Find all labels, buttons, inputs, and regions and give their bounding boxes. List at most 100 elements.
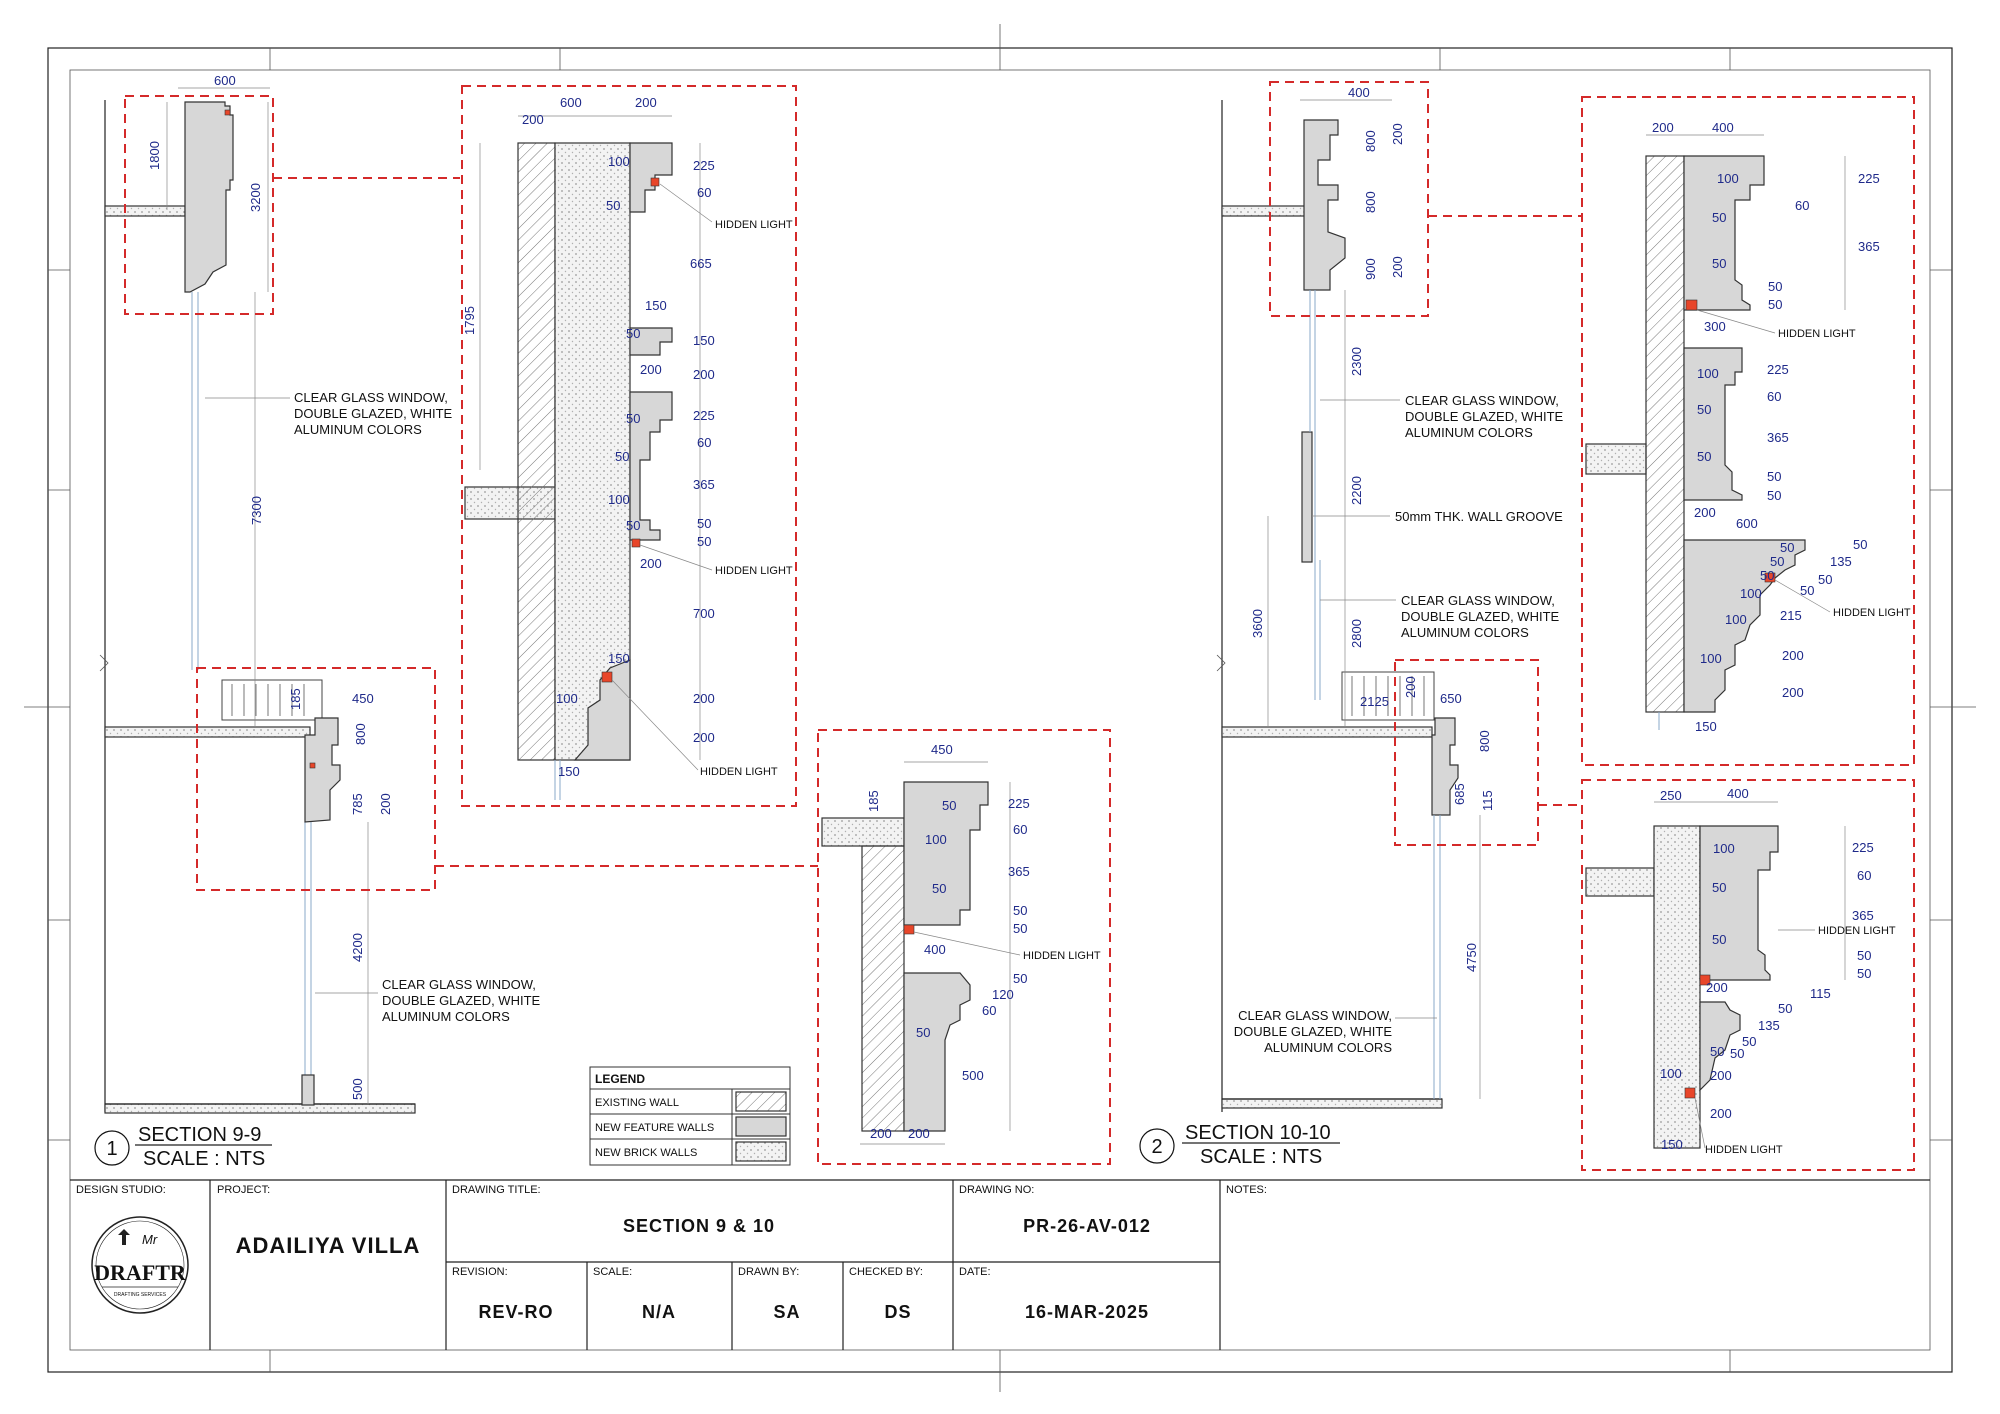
detail-a-light-1: HIDDEN LIGHT xyxy=(715,219,793,231)
s9-glass-note-b1: CLEAR GLASS WINDOW, xyxy=(382,977,536,992)
detail-a: 600 200 200 1795 100 50 150 50 200 50 50… xyxy=(461,85,797,807)
detail-a-in-100b: 100 xyxy=(608,492,630,507)
s10-dim-4750: 4750 xyxy=(1464,943,1479,972)
detail-a-in-50: 50 xyxy=(606,198,620,213)
detail-b-in-100: 100 xyxy=(925,832,947,847)
tb-checked-by: DS xyxy=(884,1302,911,1322)
detail-a-in-200: 200 xyxy=(640,362,662,377)
legend-existing: EXISTING WALL xyxy=(595,1097,679,1109)
s10-scale: SCALE : NTS xyxy=(1200,1146,1322,1168)
detail-b-r-50: 50 xyxy=(1013,903,1027,918)
detail-b-bot-200b: 200 xyxy=(908,1126,930,1141)
detail-c-in-600: 600 xyxy=(1736,516,1758,531)
detail-c-light-1: HIDDEN LIGHT xyxy=(1778,328,1856,340)
detail-c-in-150: 150 xyxy=(1695,719,1717,734)
s9-glass-note-1: CLEAR GLASS WINDOW, xyxy=(294,390,448,405)
detail-c-in-50f: 50 xyxy=(1770,554,1784,569)
s9-dim-785: 785 xyxy=(350,793,365,815)
s9-glass-note-b2: DOUBLE GLAZED, WHITE xyxy=(382,993,541,1008)
detail-a-top-200b: 200 xyxy=(522,112,544,127)
s9-number-circle xyxy=(94,1130,130,1166)
detail-c-r-200: 200 xyxy=(1782,648,1804,663)
detail-a-r-700: 700 xyxy=(693,606,715,621)
detail-d-r-225: 225 xyxy=(1852,840,1874,855)
s9-dim-800: 800 xyxy=(353,723,368,745)
s9-callout-top xyxy=(124,95,274,315)
detail-c-in-50g: 50 xyxy=(1760,568,1774,583)
detail-d-r-50d: 50 xyxy=(1742,1034,1756,1049)
s10-dim-115: 115 xyxy=(1480,790,1495,811)
detail-d-r-50c: 50 xyxy=(1778,1001,1792,1016)
s9-glass-note-2: DOUBLE GLAZED, WHITE xyxy=(294,406,453,421)
s10-callout-top xyxy=(1269,81,1429,317)
logo-mr: Mr xyxy=(142,1232,158,1247)
detail-a-in-150c: 150 xyxy=(558,764,580,779)
detail-d-light-1: HIDDEN LIGHT xyxy=(1818,925,1896,937)
tb-checked-by-label: CHECKED BY: xyxy=(849,1266,923,1278)
tb-design-studio-label: DESIGN STUDIO: xyxy=(76,1184,166,1196)
detail-b-callout xyxy=(817,729,1111,1165)
detail-c-r-60b: 60 xyxy=(1767,389,1781,404)
detail-c-r-60: 60 xyxy=(1795,198,1809,213)
studio-logo: Mr DRAFTR DRAFTING SERVICES xyxy=(91,1216,189,1314)
detail-d-r-50b: 50 xyxy=(1857,966,1871,981)
detail-d-in-200: 200 xyxy=(1706,980,1728,995)
detail-b-r-225: 225 xyxy=(1008,796,1030,811)
detail-a-light-3: HIDDEN LIGHT xyxy=(700,766,778,778)
detail-c-in-300: 300 xyxy=(1704,319,1726,334)
detail-c-in-100c: 100 xyxy=(1740,586,1762,601)
detail-a-r-60b: 60 xyxy=(697,435,711,450)
detail-a-r-200d: 200 xyxy=(693,730,715,745)
legend-brick: NEW BRICK WALLS xyxy=(595,1147,697,1159)
detail-a-light-2: HIDDEN LIGHT xyxy=(715,565,793,577)
detail-a-r-50: 50 xyxy=(697,516,711,531)
detail-c-top-400: 400 xyxy=(1712,120,1734,135)
detail-c: 200 400 100 50 50 300 100 50 50 200 600 … xyxy=(1581,96,1915,766)
s10-dim-200b: 200 xyxy=(1390,256,1405,278)
detail-a-in-200b: 200 xyxy=(640,556,662,571)
detail-c-r-50c: 50 xyxy=(1767,469,1781,484)
detail-c-r-135: 135 xyxy=(1830,554,1852,569)
detail-c-r-225: 225 xyxy=(1858,171,1880,186)
s9-dim-3200: 3200 xyxy=(248,183,263,212)
detail-b-top-450: 450 xyxy=(931,742,953,757)
detail-c-in-100: 100 xyxy=(1717,171,1739,186)
detail-b-r-60: 60 xyxy=(1013,822,1027,837)
detail-d-r-135: 135 xyxy=(1758,1018,1780,1033)
legend-swatch-feature xyxy=(735,1116,787,1137)
detail-b-bot-200a: 200 xyxy=(870,1126,892,1141)
s9-title: SECTION 9-9 xyxy=(138,1124,261,1146)
detail-c-r-365b: 365 xyxy=(1767,430,1789,445)
s10-glass-note-b2: DOUBLE GLAZED, WHITE xyxy=(1401,609,1560,624)
legend-title: LEGEND xyxy=(595,1072,645,1086)
s9-mid-cornice xyxy=(304,717,341,823)
tb-scale: N/A xyxy=(642,1302,676,1322)
detail-d-in-50: 50 xyxy=(1712,880,1726,895)
detail-c-in-100e: 100 xyxy=(1700,651,1722,666)
tb-drawing-no-label: DRAWING NO: xyxy=(959,1184,1034,1196)
s10-dim-200a: 200 xyxy=(1390,123,1405,145)
detail-d-in-100: 100 xyxy=(1660,1066,1682,1081)
legend-feature: NEW FEATURE WALLS xyxy=(595,1122,714,1134)
detail-c-in-50d: 50 xyxy=(1697,449,1711,464)
s10-dim-800b: 800 xyxy=(1363,191,1378,213)
s10-dim-200c: 200 xyxy=(1403,676,1418,698)
detail-d-r-115: 115 xyxy=(1810,986,1831,1001)
detail-c-top-200: 200 xyxy=(1652,120,1674,135)
s9-callout-mid xyxy=(196,667,436,891)
tb-notes-label: NOTES: xyxy=(1226,1184,1267,1196)
s10-glass-note-1: CLEAR GLASS WINDOW, xyxy=(1405,393,1559,408)
s9-top-cornice xyxy=(184,101,234,293)
detail-a-existing-wall xyxy=(517,142,556,761)
s9-dim-450: 450 xyxy=(352,691,374,706)
s10-top-cornice xyxy=(1303,119,1346,291)
s10-dim-685: 685 xyxy=(1452,783,1467,805)
detail-c-callout xyxy=(1581,96,1915,766)
s9-railing xyxy=(221,679,323,721)
detail-b-light: HIDDEN LIGHT xyxy=(1023,950,1101,962)
s9-dim-185: 185 xyxy=(288,688,303,710)
tb-drawn-by: SA xyxy=(773,1302,800,1322)
tb-project: ADAILIYA VILLA xyxy=(236,1233,421,1258)
detail-d-in-100: 100 xyxy=(1713,841,1735,856)
s10-number-circle xyxy=(1139,1128,1175,1164)
